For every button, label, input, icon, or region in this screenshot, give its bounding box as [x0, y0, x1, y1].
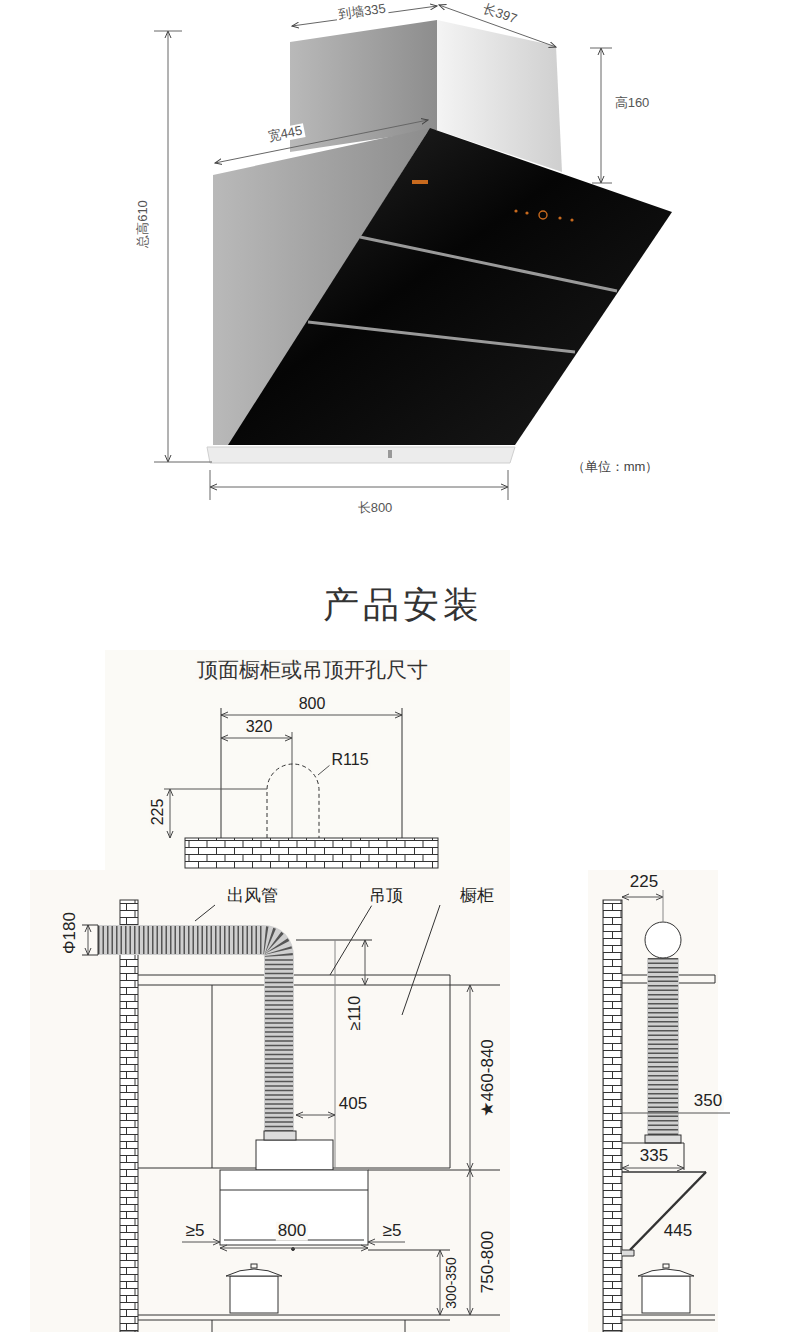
dimension-label: 320: [244, 718, 275, 736]
dimension-label: 800: [276, 1222, 308, 1241]
part-name: 吊顶: [367, 887, 405, 906]
dimension-lines: [154, 5, 612, 500]
dimension-label: ≥110: [346, 994, 364, 1032]
dimension-label: 335: [638, 1147, 670, 1166]
unit-note: （单位：mm）: [570, 460, 661, 474]
dimension-label: 到墙335: [335, 1, 388, 22]
dimension-label: 长800: [356, 501, 395, 515]
front-drawing: [603, 890, 730, 1332]
dimension-label: 750-800: [479, 1229, 498, 1295]
product-picture: [207, 20, 672, 463]
dimension-label: 225: [628, 873, 660, 892]
dimension-label: 宽445: [265, 123, 306, 144]
dimension-label: R115: [329, 751, 370, 769]
section-title: 产品安装: [323, 581, 483, 630]
dimension-label: ≥5: [184, 1222, 207, 1241]
part-name: 出风管: [225, 887, 280, 906]
dimension-label: 445: [662, 1222, 694, 1241]
part-name: 橱柜: [458, 887, 496, 906]
dimension-label: Φ180: [61, 910, 80, 956]
dimension-label: 总高610: [136, 198, 150, 250]
dimension-label: ★460-840: [479, 1037, 498, 1119]
dimension-label: 405: [337, 1095, 369, 1114]
installation-drawing: [82, 900, 500, 1332]
dimension-label: 高160: [613, 96, 652, 110]
dimension-label: 长397: [479, 1, 520, 28]
dimension-label: 800: [297, 695, 328, 713]
dimension-label: 300-350: [444, 1255, 459, 1310]
opening-drawing: [164, 708, 438, 868]
drawing-heading: 顶面橱柜或吊顶开孔尺寸: [195, 658, 430, 681]
dimension-label: ≥5: [381, 1222, 404, 1241]
dimension-label: 225: [149, 797, 167, 828]
dimension-label: 350: [692, 1092, 724, 1111]
